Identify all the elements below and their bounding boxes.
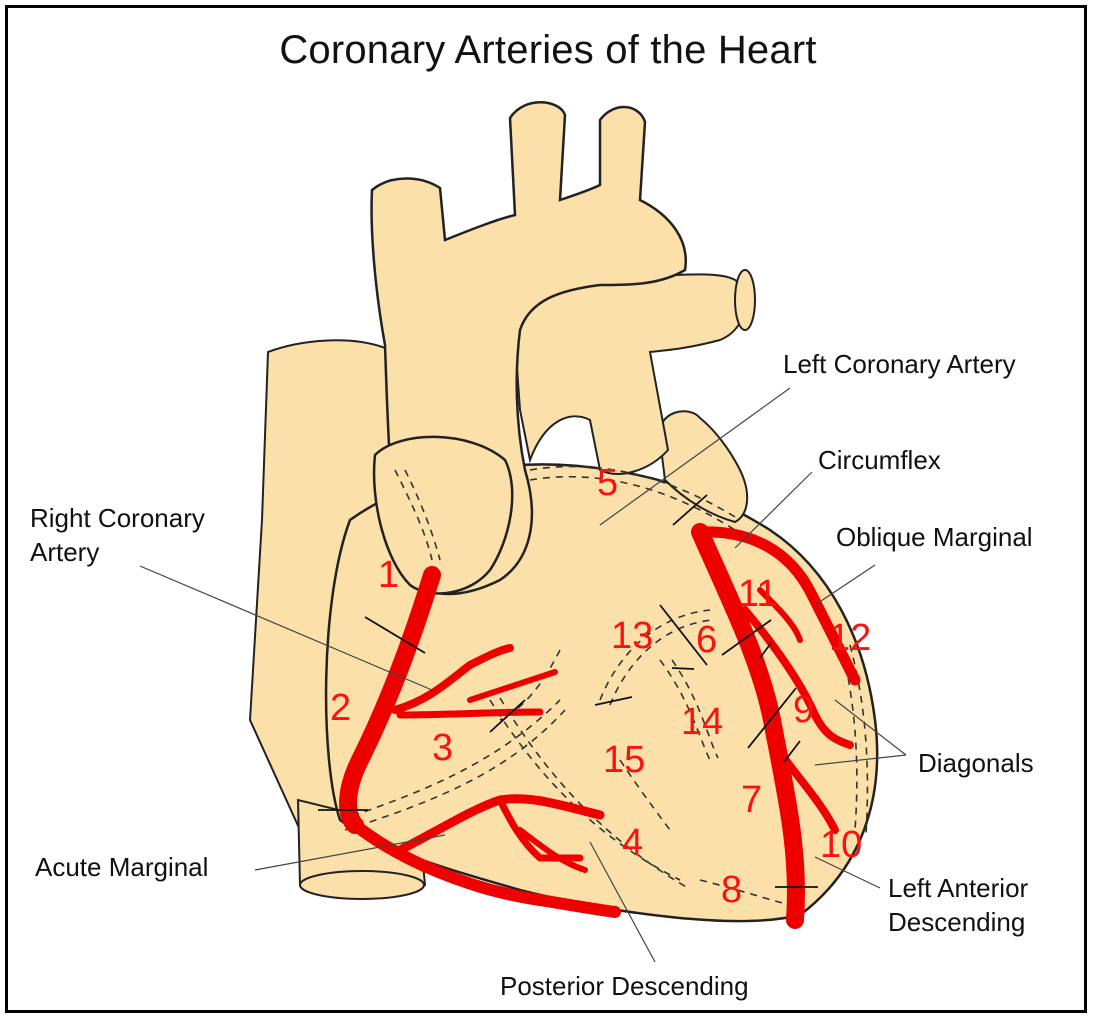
segment-number-5: 5 [597,462,618,504]
pulmonary-opening [735,270,755,330]
segment-number-3: 3 [432,727,453,769]
segment-number-11: 11 [738,573,777,615]
segment-number-14: 14 [681,701,723,743]
segment-number-15: 15 [603,739,645,781]
label-left-anterior-descending-line1: Left Anterior [888,873,1029,903]
segment-number-13: 13 [611,615,653,657]
segment-number-9: 9 [793,689,814,731]
segment-number-6: 6 [696,619,717,661]
segment-number-10: 10 [820,824,862,866]
segment-number-4: 4 [622,822,643,864]
label-right-coronary-artery-line1: Right Coronary [30,503,205,533]
segment-number-8: 8 [721,869,742,911]
segment-number-7: 7 [741,779,762,821]
label-acute-marginal: Acute Marginal [35,852,208,882]
segment-number-1: 1 [378,554,399,596]
label-left-anterior-descending-line2: Descending [888,907,1025,937]
label-left-coronary-artery: Left Coronary Artery [783,349,1016,379]
segment-number-12: 12 [829,617,871,659]
label-oblique-marginal: Oblique Marginal [836,522,1033,552]
label-diagonals: Diagonals [918,748,1034,778]
segment-number-2: 2 [330,687,351,729]
label-circumflex: Circumflex [818,445,941,475]
label-right-coronary-artery-line2: Artery [30,537,99,567]
ivc-opening [300,871,424,899]
label-posterior-descending: Posterior Descending [500,971,749,1001]
